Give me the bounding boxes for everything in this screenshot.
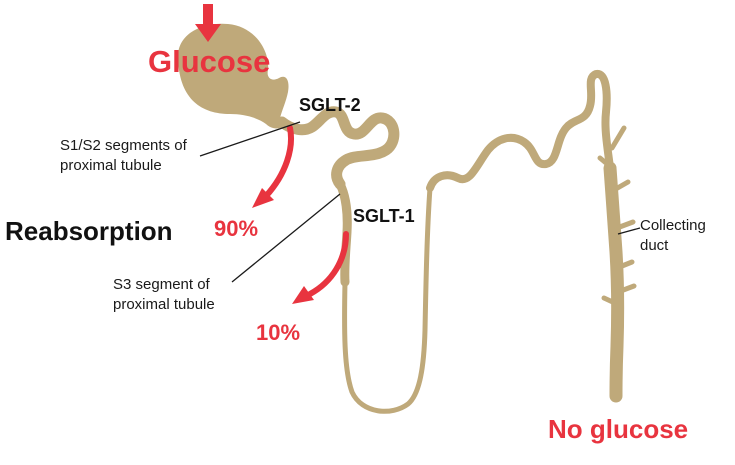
s1s2-segment-label-line2: proximal tubule	[60, 157, 162, 174]
collecting-duct-branch	[611, 179, 631, 193]
glucose-label: Glucose	[148, 44, 271, 79]
s3-segment-label-line1: S3 segment of	[113, 276, 210, 293]
distal-tubule	[426, 70, 614, 192]
reabsorption-10-arrowhead	[292, 286, 314, 304]
sglt2-label: SGLT-2	[299, 95, 361, 115]
collecting-duct-pointer-line	[617, 227, 641, 235]
collecting-duct-branch	[615, 283, 637, 295]
reabsorption-90-arrowhead	[252, 188, 274, 208]
proximal-tubule-s1-s2	[276, 106, 400, 190]
bowmans-capsule	[177, 23, 289, 129]
collecting-duct-branch	[614, 259, 635, 271]
collecting-duct-branch	[609, 125, 627, 151]
loop-of-henle	[342, 185, 433, 414]
glucose-inflow-arrow	[195, 4, 221, 42]
collecting-duct-branch	[601, 295, 620, 307]
collecting-duct-label-line2: duct	[640, 237, 669, 254]
reabsorption-10-arrow	[307, 231, 349, 297]
s3-segment-label-line2: proximal tubule	[113, 296, 215, 313]
collecting-duct-label-line1: Collecting	[640, 217, 706, 234]
reabsorption-10-percent: 10%	[256, 320, 301, 345]
reabsorption-90-percent: 90%	[214, 216, 259, 241]
reabsorption-label: Reabsorption	[5, 216, 173, 246]
collecting-duct-branch	[597, 155, 615, 171]
reabsorption-90-arrow	[263, 125, 294, 199]
no-glucose-label: No glucose	[548, 414, 689, 444]
sglt1-label: SGLT-1	[353, 206, 415, 226]
s1s2-segment-label-line1: S1/S2 segments of	[60, 137, 187, 154]
collecting-duct-branch	[614, 219, 636, 231]
collecting-duct	[603, 161, 625, 403]
s1s2-pointer-line	[199, 121, 301, 157]
s3-pointer-line	[231, 193, 341, 283]
